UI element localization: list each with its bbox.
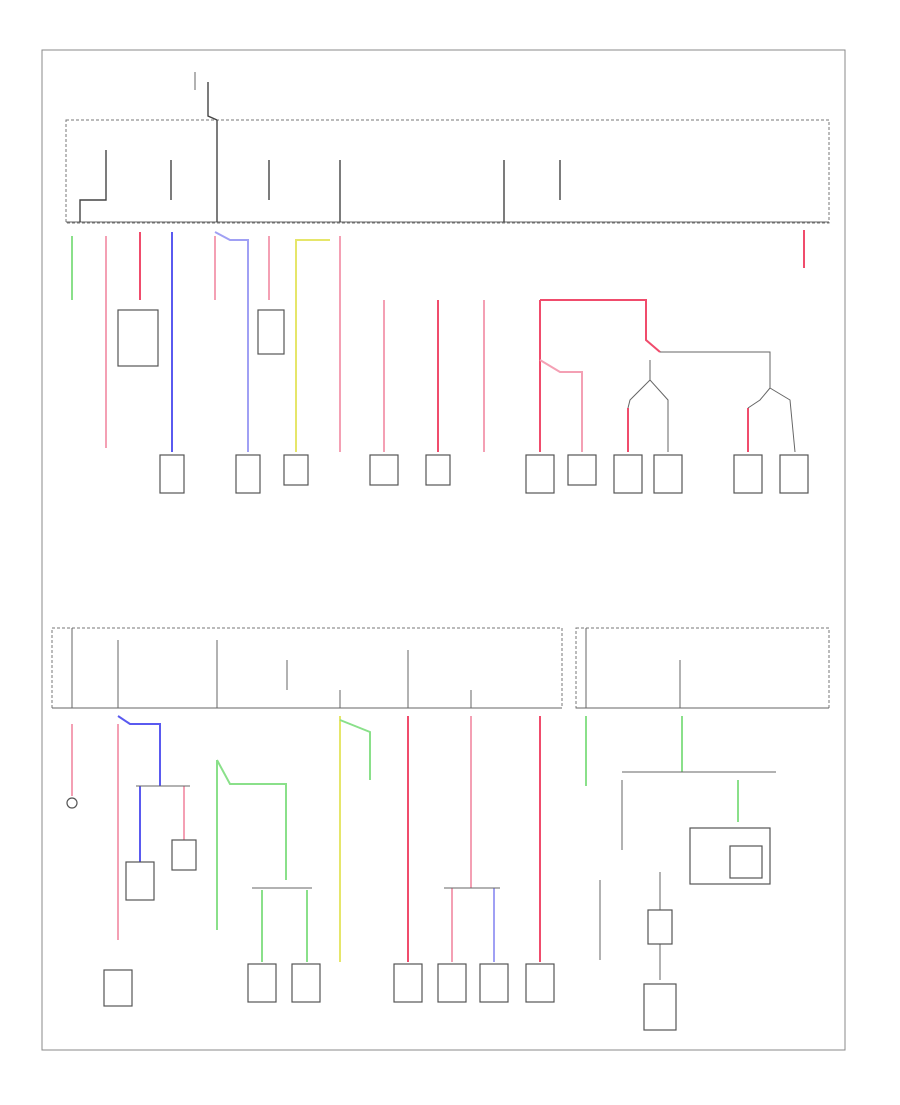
component-b [235, 454, 261, 494]
component-l [125, 861, 155, 901]
component-s [479, 963, 509, 1003]
top-fuse-1 [79, 150, 107, 222]
component-g [567, 454, 597, 486]
component-v [643, 983, 677, 1031]
wire-lightblue-1 [214, 231, 249, 452]
component-j [733, 454, 763, 494]
bottom-wires [71, 715, 739, 962]
wire-green-yellow [295, 239, 330, 452]
battery-feed-wire [207, 82, 218, 121]
component-d [369, 454, 399, 486]
right-module-inner [729, 845, 763, 879]
component-m [171, 839, 197, 871]
component-top-switch [117, 309, 159, 367]
component-p [291, 963, 321, 1003]
wire-pink-7 [539, 359, 583, 452]
bottom-left-fuse-box [51, 627, 563, 709]
component-h [613, 454, 643, 494]
battery-feed [194, 72, 218, 121]
top-wires [71, 230, 805, 452]
top-right-branches [627, 351, 796, 453]
component-e [425, 454, 451, 486]
component-k [779, 454, 809, 494]
component-r [437, 963, 467, 1003]
component-c [283, 454, 309, 486]
top-fuses [79, 120, 561, 222]
component-top-relay [257, 309, 285, 355]
ground-terminal [66, 797, 78, 809]
wire-blue-b1 [117, 715, 161, 786]
component-q [393, 963, 423, 1003]
component-o [247, 963, 277, 1003]
wire-green-b1 [216, 759, 287, 880]
component-t [525, 963, 555, 1003]
wire-green-b5 [339, 719, 371, 780]
component-a [159, 454, 185, 494]
component-n [103, 969, 133, 1007]
top-fuse-box [65, 119, 830, 224]
bottom-branches [66, 771, 776, 980]
top-components [117, 309, 809, 494]
wire-red-3 [539, 299, 661, 452]
component-u [647, 909, 673, 945]
component-f [525, 454, 555, 494]
page-frame [41, 49, 846, 1051]
bottom-left-fuses [71, 628, 472, 708]
component-i [653, 454, 683, 494]
bottom-components [103, 827, 771, 1031]
bottom-right-fuse-box [575, 627, 830, 709]
